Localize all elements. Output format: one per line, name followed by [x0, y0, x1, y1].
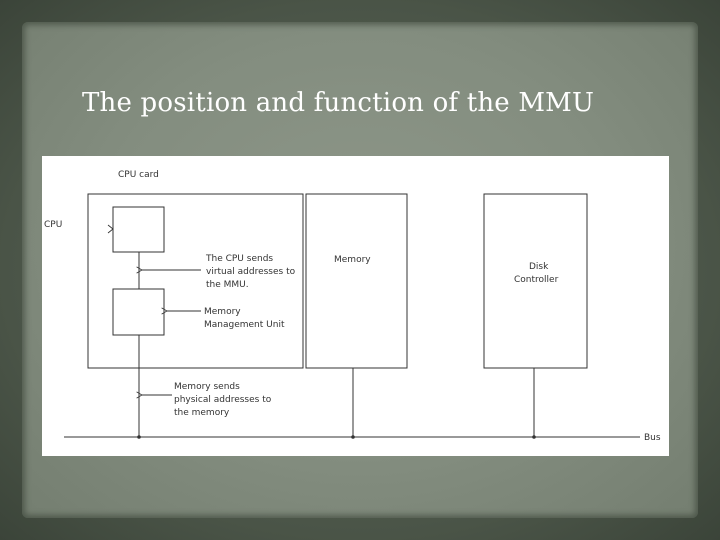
slide-title: The position and function of the MMU — [82, 88, 595, 118]
mmu-label-line1: Memory — [204, 307, 241, 317]
bus-label: Bus — [644, 433, 661, 443]
cpu-sends-line1: The CPU sends — [205, 254, 273, 264]
cpu-sends-line3: the MMU. — [206, 280, 249, 290]
mmu-diagram: CPU card CPU Memory Disk Controller Bus … — [42, 156, 669, 456]
bus-junction-disk — [532, 435, 536, 439]
memory-box — [305, 193, 408, 369]
memory-sends-line3: the memory — [174, 408, 230, 418]
cpu-pointer-arrow — [107, 224, 114, 234]
cpu-box — [112, 206, 165, 253]
memory-sends-line2: physical addresses to — [174, 395, 272, 405]
mmu-box — [112, 288, 165, 336]
cpu-label: CPU — [44, 220, 62, 230]
cpu-sends-line2: virtual addresses to — [206, 267, 296, 277]
cpu-card-box — [87, 193, 304, 369]
cpu-card-label: CPU card — [118, 170, 159, 180]
mmu-label-line2: Management Unit — [204, 320, 285, 330]
memory-sends-line1: Memory sends — [174, 382, 240, 392]
memory-label: Memory — [334, 255, 371, 265]
disk-label-line2: Controller — [514, 275, 559, 285]
bus-junction-cpu — [137, 435, 141, 439]
disk-controller-box — [483, 193, 588, 369]
bus-junction-memory — [351, 435, 355, 439]
disk-label-line1: Disk — [529, 262, 549, 272]
